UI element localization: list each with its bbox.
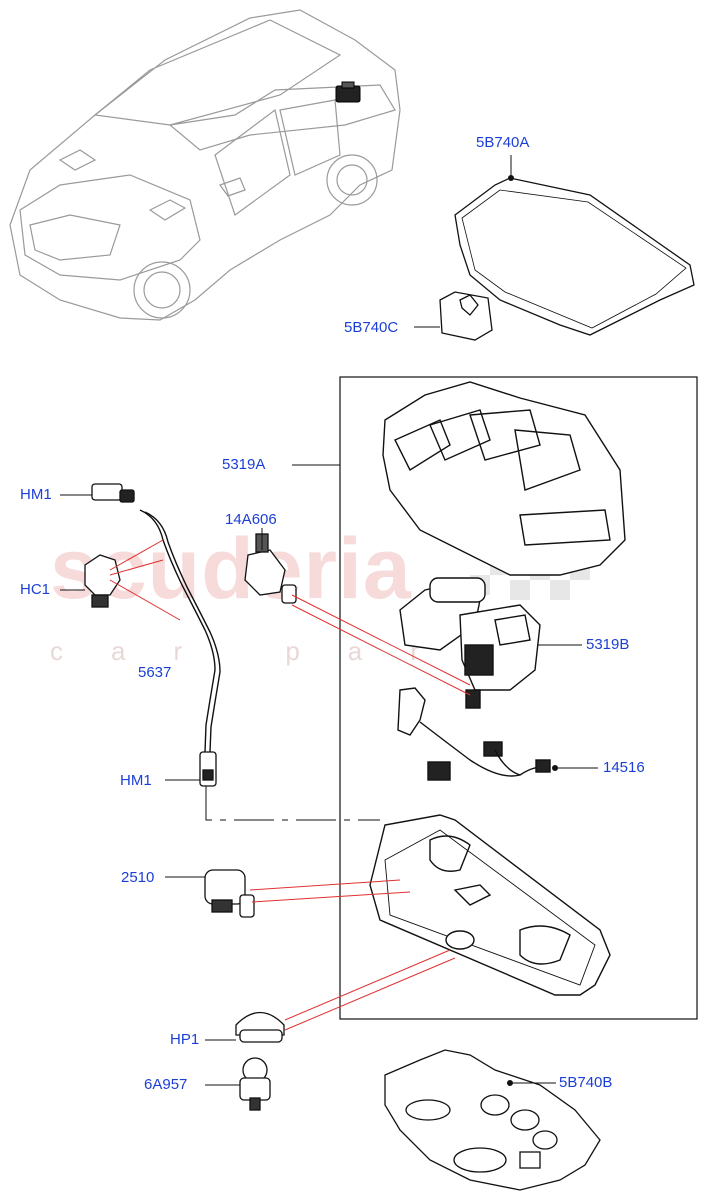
part-14516-harness	[397, 687, 551, 781]
part-HP1-cap	[235, 1011, 285, 1043]
callout-HM1-top: HM1	[20, 486, 52, 503]
callout-5B740B: 5B740B	[559, 1074, 613, 1091]
vehicle-compressor-location	[335, 81, 361, 103]
callout-14A606: 14A606	[225, 511, 277, 528]
14A606-leader-lines	[291, 594, 471, 696]
callout-HM1-bottom: HM1	[120, 772, 152, 789]
2510-leader-lines	[249, 879, 411, 903]
part-HC1-clip	[84, 554, 121, 608]
part-5B740C-clip	[439, 291, 493, 341]
base-tray	[369, 814, 611, 996]
part-5319A-cover	[382, 381, 626, 576]
part-5637-pipe	[139, 509, 221, 753]
part-5B740B-mat	[384, 1049, 601, 1191]
part-2510-valve	[204, 869, 255, 918]
callout-2510: 2510	[121, 869, 155, 886]
callout-HC1: HC1	[20, 581, 51, 598]
dashed-connection-line	[205, 786, 380, 821]
callout-14516: 14516	[603, 759, 645, 776]
vehicle-illustration	[9, 9, 401, 321]
assembly-frame	[339, 376, 698, 1020]
part-14A606-sensor	[244, 533, 297, 604]
callout-HP1: HP1	[170, 1031, 200, 1048]
callout-5B740A: 5B740A	[476, 134, 530, 151]
part-HM1-bottom-connector	[199, 751, 217, 787]
part-5319B-compressor	[399, 577, 541, 709]
callout-5637: 5637	[138, 664, 172, 681]
part-6A957-mount	[239, 1057, 271, 1111]
callout-6A957: 6A957	[144, 1076, 188, 1093]
watermark-tagline: car parts	[50, 636, 584, 666]
HP1-leader-lines	[284, 949, 456, 1031]
callout-5B740C: 5B740C	[344, 319, 399, 336]
HC1-leader-lines	[109, 539, 181, 621]
callout-5319A: 5319A	[222, 456, 266, 473]
part-5B740A-panel	[454, 177, 695, 336]
callout-5319B: 5319B	[586, 636, 630, 653]
part-HM1-top-connector	[91, 483, 135, 503]
